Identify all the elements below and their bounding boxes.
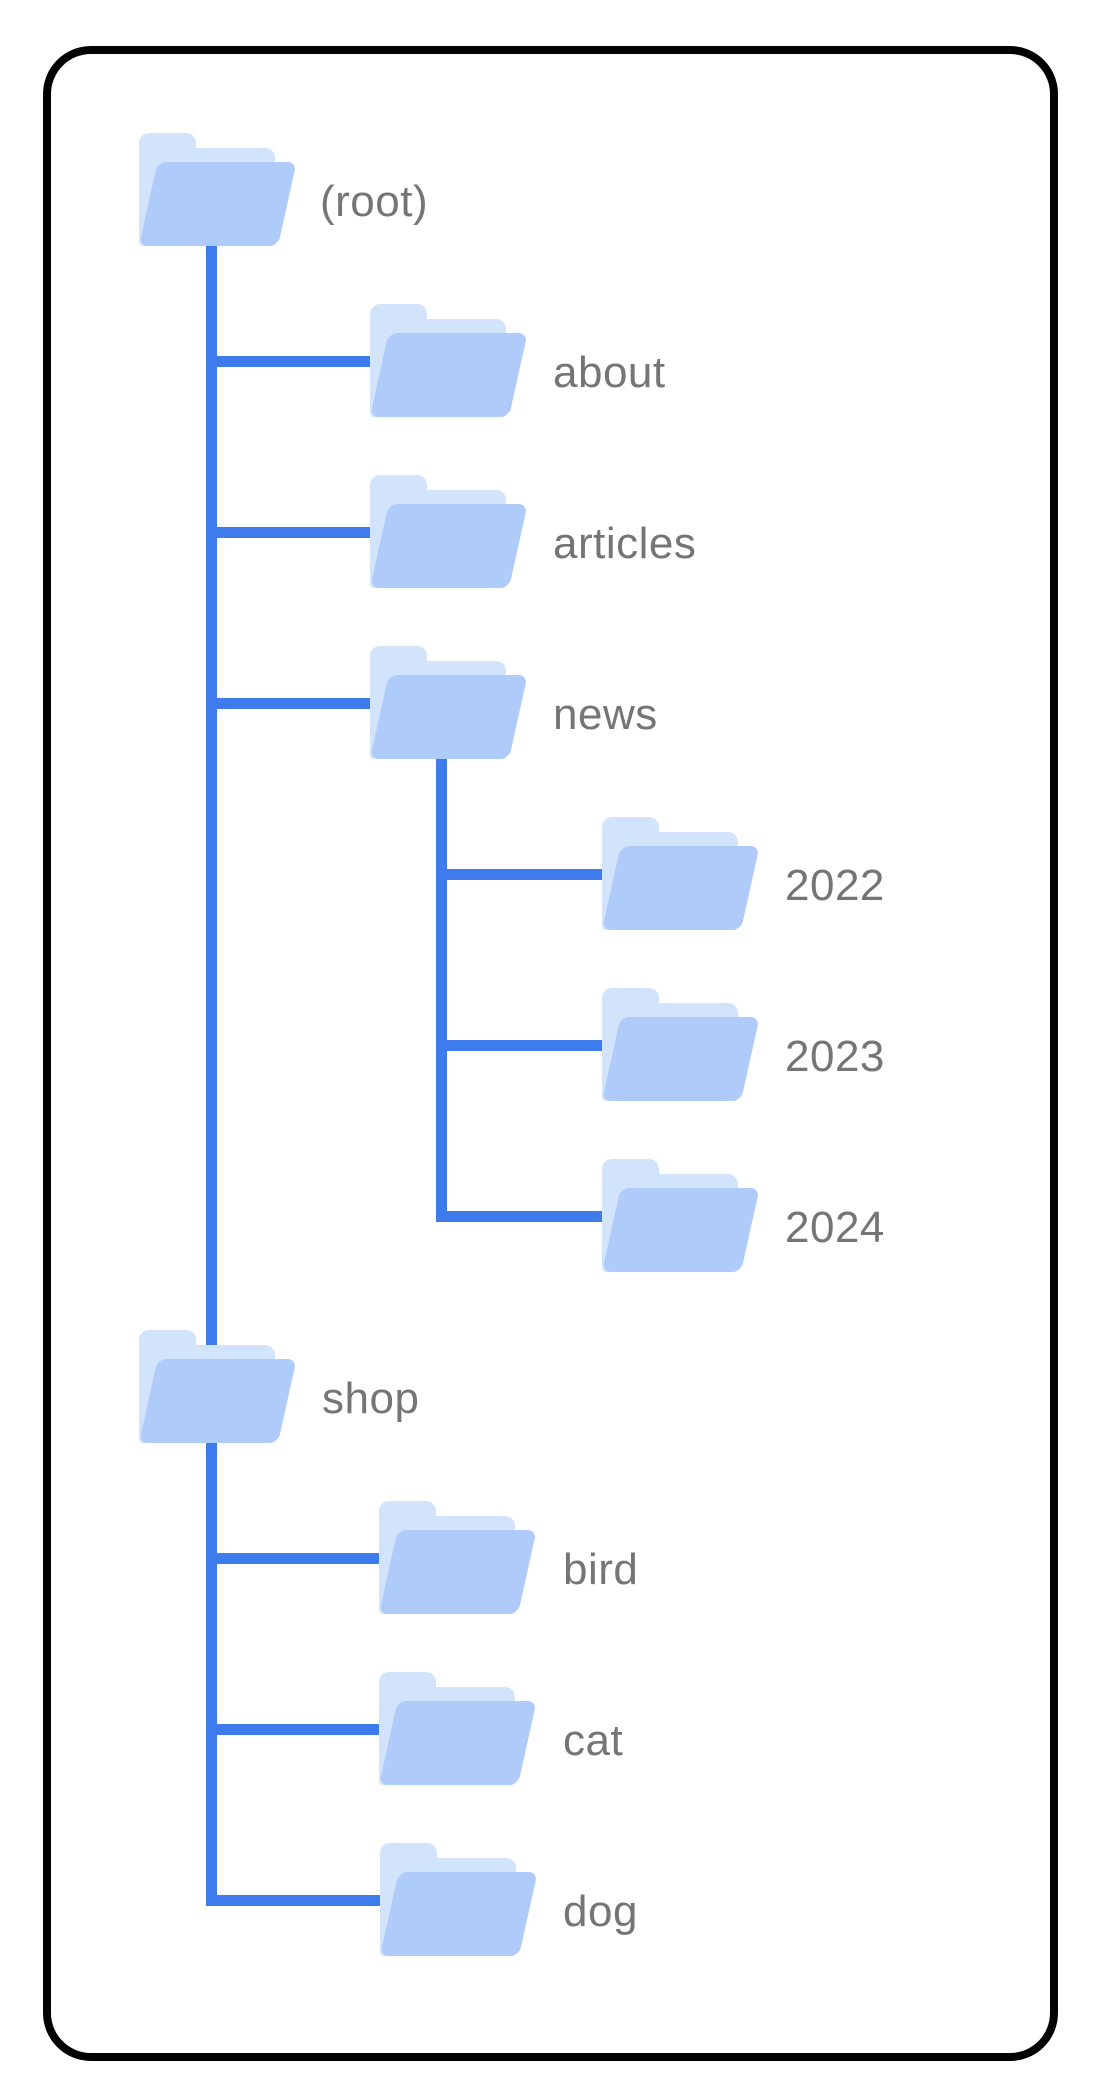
folder-front [602, 1017, 760, 1101]
folder-label-shop: shop [322, 1374, 420, 1423]
connector-trunk-news [436, 700, 447, 1222]
folder-label-2023: 2023 [785, 1032, 885, 1081]
folder-icon-news [370, 646, 528, 759]
folder-icon-2024 [602, 1159, 760, 1272]
folder-front [379, 1530, 537, 1614]
folder-label-about: about [553, 348, 666, 397]
folder-icon-2022 [602, 817, 760, 930]
folder-front [602, 1188, 760, 1272]
connector-branch-about [206, 356, 386, 367]
folder-front [370, 504, 528, 588]
folder-icon-bird [379, 1501, 537, 1614]
diagram-border-card [43, 46, 1058, 2061]
folder-icon-cat [379, 1672, 537, 1785]
folder-icon-dog [380, 1843, 538, 1956]
folder-icon-articles [370, 475, 528, 588]
folder-front [379, 1701, 537, 1785]
folder-icon-2023 [602, 988, 760, 1101]
folder-label-bird: bird [563, 1545, 639, 1594]
connector-branch-cat [206, 1724, 396, 1735]
connector-branch-2023 [436, 1040, 626, 1051]
folder-label-articles: articles [553, 519, 697, 568]
folder-label-2024: 2024 [785, 1203, 885, 1252]
folder-label-2022: 2022 [785, 861, 885, 910]
connector-trunk-root [206, 200, 217, 1906]
connector-branch-bird [206, 1553, 396, 1564]
folder-icon-shop [139, 1330, 297, 1443]
connector-branch-articles [206, 527, 386, 538]
connector-branch-2022 [436, 869, 626, 880]
connector-branch-2024 [436, 1211, 626, 1222]
folder-label-cat: cat [563, 1716, 624, 1765]
folder-label-news: news [553, 690, 658, 739]
folder-icon-root [139, 133, 297, 246]
folder-label-root: (root) [320, 177, 429, 226]
folder-front [370, 675, 528, 759]
folder-front [139, 162, 297, 246]
folder-icon-about [370, 304, 528, 417]
connector-branch-dog [206, 1895, 396, 1906]
folder-front [602, 846, 760, 930]
folder-label-dog: dog [563, 1887, 638, 1936]
folder-front [370, 333, 528, 417]
folder-front [380, 1872, 538, 1956]
folder-front [139, 1359, 297, 1443]
connector-branch-news [206, 698, 386, 709]
